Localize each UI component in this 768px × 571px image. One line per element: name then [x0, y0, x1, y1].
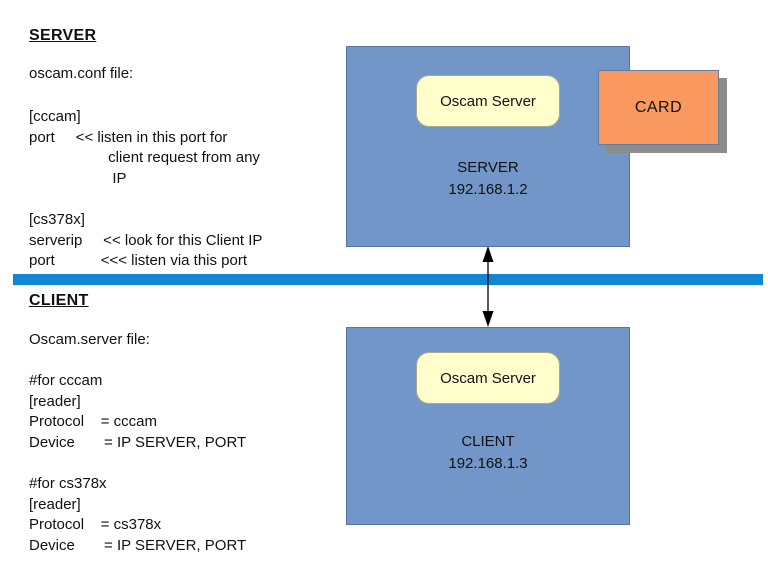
- client-config-file-label: Oscam.server file:: [29, 331, 150, 348]
- server-config-text: [cccam] port << listen in this port for …: [29, 108, 263, 270]
- card-box: CARD: [598, 70, 719, 145]
- section-divider: [13, 274, 763, 285]
- client-config-text: #for cccam [reader] Protocol = cccam Dev…: [29, 372, 247, 554]
- client-section-heading: CLIENT: [29, 292, 89, 309]
- client-node-label: CLIENT 192.168.1.3: [448, 433, 528, 472]
- server-config-file-label: oscam.conf file:: [29, 65, 134, 82]
- oscam-server-pill: Oscam Server: [416, 352, 560, 404]
- client-node-box: Oscam Server CLIENT 192.168.1.3: [346, 327, 630, 525]
- bidirectional-arrow-icon: [482, 246, 494, 327]
- server-node-label: SERVER 192.168.1.2: [448, 159, 528, 198]
- oscam-server-pill: Oscam Server: [416, 75, 560, 127]
- server-section-heading: SERVER: [29, 27, 97, 44]
- server-node-box: Oscam Server SERVER 192.168.1.2: [346, 46, 630, 247]
